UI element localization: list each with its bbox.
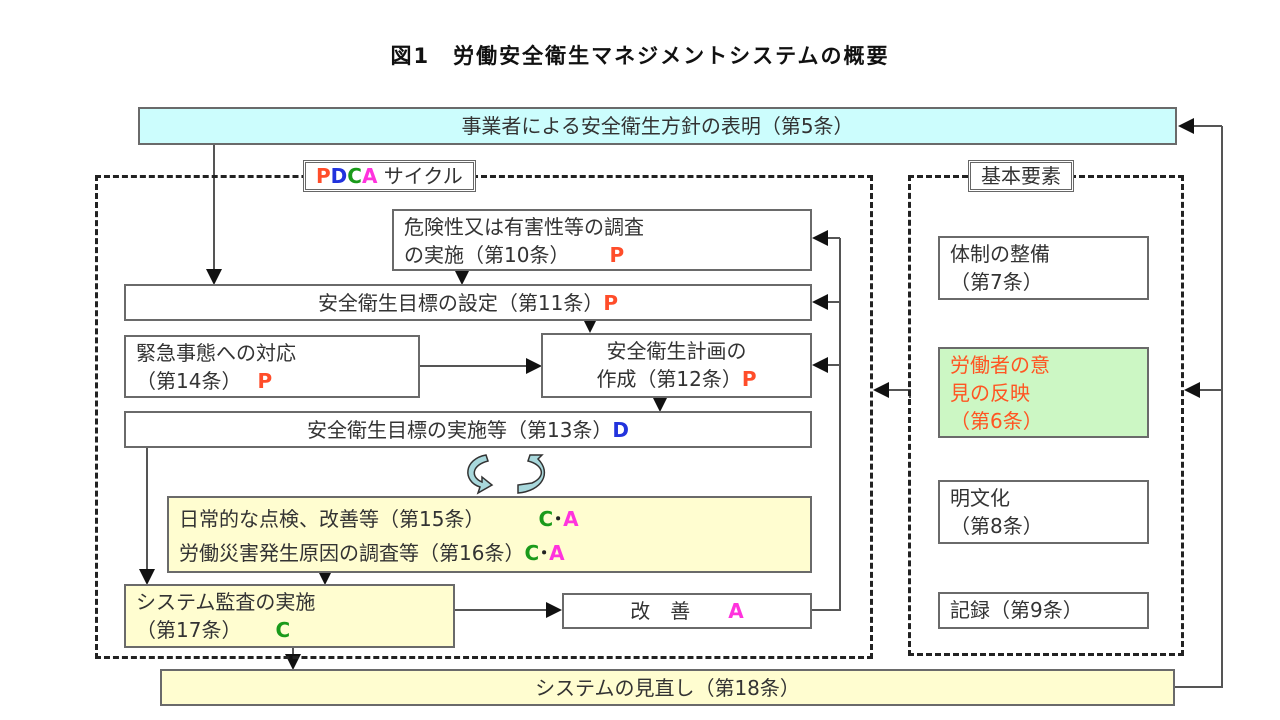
hazard-survey-box: 危険性又は有害性等の調査 の実施（第10条） P <box>392 209 812 271</box>
system-audit-tag: C <box>275 618 291 642</box>
cycle-arrows-icon <box>467 454 546 495</box>
documentation-line1: 明文化 <box>950 486 1010 510</box>
plan-creation-line2: 作成（第12条） <box>596 367 742 391</box>
emergency-response-line2: （第14条） <box>136 369 242 393</box>
policy-statement-box: 事業者による安全衛生方針の表明（第5条） <box>138 107 1177 145</box>
goal-setting-text: 安全衛生目標の設定（第11条） <box>317 290 604 315</box>
emergency-response-tag: P <box>257 369 273 393</box>
documentation-line2: （第8条） <box>950 514 1043 538</box>
pdca-cycle-label: PDCA サイクル <box>303 160 476 192</box>
accident-investigation-text: 労働災害発生原因の調査等（第16条） <box>179 541 525 565</box>
arrow-elements-to-pdca <box>873 382 911 398</box>
records-text: 記録（第9条） <box>950 598 1083 622</box>
pdca-letter-p: P <box>316 164 331 188</box>
structure-setup-line2: （第7条） <box>950 270 1043 294</box>
plan-creation-tag: P <box>741 367 757 391</box>
pdca-label-rest: サイクル <box>377 164 463 188</box>
implementation-text: 安全衛生目標の実施等（第13条） <box>306 417 613 442</box>
goal-setting-tag: P <box>603 290 619 315</box>
goal-setting-box: 安全衛生目標の設定（第11条）P <box>124 284 812 321</box>
system-review-box: システムの見直し（第18条） <box>160 669 1175 706</box>
policy-statement-text: 事業者による安全衛生方針の表明（第5条） <box>461 114 854 138</box>
basic-elements-label: 基本要素 <box>968 160 1074 192</box>
check-activities-box: 日常的な点検、改善等（第15条）C･A 労働災害発生原因の調査等（第16条）C･… <box>167 496 812 573</box>
worker-opinion-line1: 労働者の意 <box>950 353 1050 377</box>
hazard-survey-line2: の実施（第10条） <box>404 243 570 267</box>
accident-investigation-tag-c: C <box>524 541 540 565</box>
implementation-box: 安全衛生目標の実施等（第13条）D <box>124 411 812 448</box>
figure-title: 図1 労働安全衛生マネジメントシステムの概要 <box>390 44 890 68</box>
emergency-response-line1: 緊急事態への対応 <box>136 341 296 365</box>
implementation-tag: D <box>612 417 630 442</box>
improvement-text: 改 善 <box>630 599 691 623</box>
pdca-letter-d: D <box>330 164 348 188</box>
accident-investigation-row: 労働災害発生原因の調査等（第16条）C･A <box>179 536 800 570</box>
structure-setup-box: 体制の整備 （第7条） <box>938 236 1149 300</box>
plan-creation-box: 安全衛生計画の 作成（第12条）P <box>541 333 812 398</box>
worker-opinion-line3: （第6条） <box>950 409 1043 433</box>
daily-inspection-tag-c: C <box>538 507 554 531</box>
records-box: 記録（第9条） <box>938 592 1149 629</box>
system-review-text: システムの見直し（第18条） <box>535 675 800 700</box>
daily-inspection-dot: ･ <box>553 507 564 531</box>
documentation-box: 明文化 （第8条） <box>938 480 1149 544</box>
system-audit-line2: （第17条） <box>136 618 242 642</box>
accident-investigation-dot: ･ <box>539 541 550 565</box>
system-audit-line1: システム監査の実施 <box>136 590 316 614</box>
pdca-letter-a: A <box>361 164 378 188</box>
system-audit-box: システム監査の実施 （第17条） C <box>124 584 455 648</box>
hazard-survey-tag: P <box>609 243 625 267</box>
daily-inspection-text: 日常的な点検、改善等（第15条） <box>179 507 485 531</box>
improvement-tag: A <box>728 599 744 623</box>
plan-creation-line1: 安全衛生計画の <box>606 339 747 363</box>
worker-opinion-box: 労働者の意 見の反映 （第6条） <box>938 347 1149 438</box>
pdca-cycle-panel <box>95 175 873 659</box>
daily-inspection-tag-a: A <box>563 507 579 531</box>
daily-inspection-row: 日常的な点検、改善等（第15条） C･A <box>179 502 800 536</box>
hazard-survey-line1: 危険性又は有害性等の調査 <box>404 215 644 239</box>
pdca-letter-c: C <box>347 164 362 188</box>
worker-opinion-line2: 見の反映 <box>950 381 1030 405</box>
emergency-response-box: 緊急事態への対応 （第14条） P <box>124 335 420 398</box>
accident-investigation-tag-a: A <box>549 541 565 565</box>
structure-setup-line1: 体制の整備 <box>950 242 1050 266</box>
